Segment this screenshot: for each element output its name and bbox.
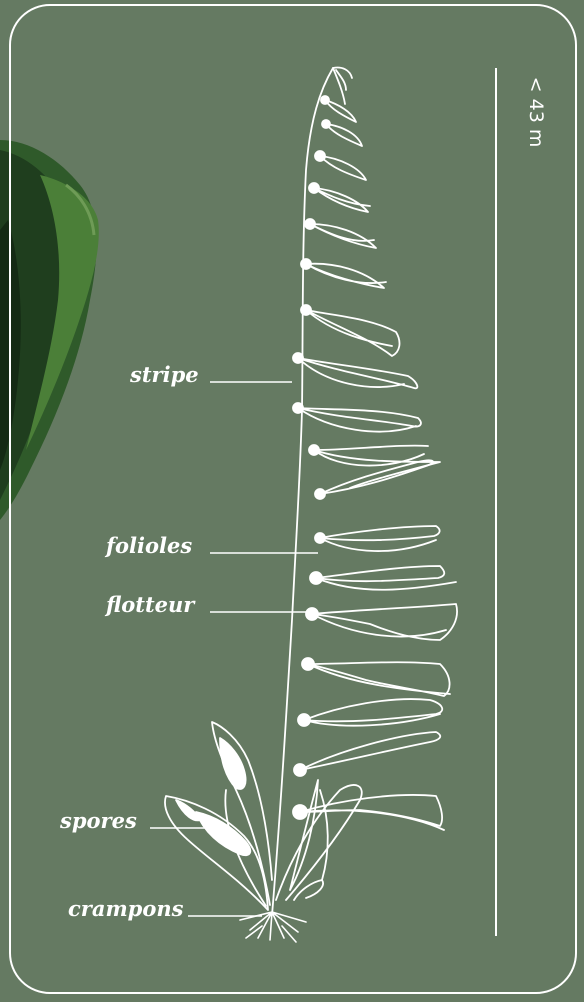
label-flotteur: flotteur bbox=[104, 592, 196, 617]
label-spores: spores bbox=[59, 808, 137, 833]
label-folioles: folioles bbox=[104, 533, 192, 558]
label-stripe: stripe bbox=[129, 362, 199, 387]
scale-label: < 43 m bbox=[525, 77, 547, 148]
label-crampons: crampons bbox=[68, 896, 184, 921]
